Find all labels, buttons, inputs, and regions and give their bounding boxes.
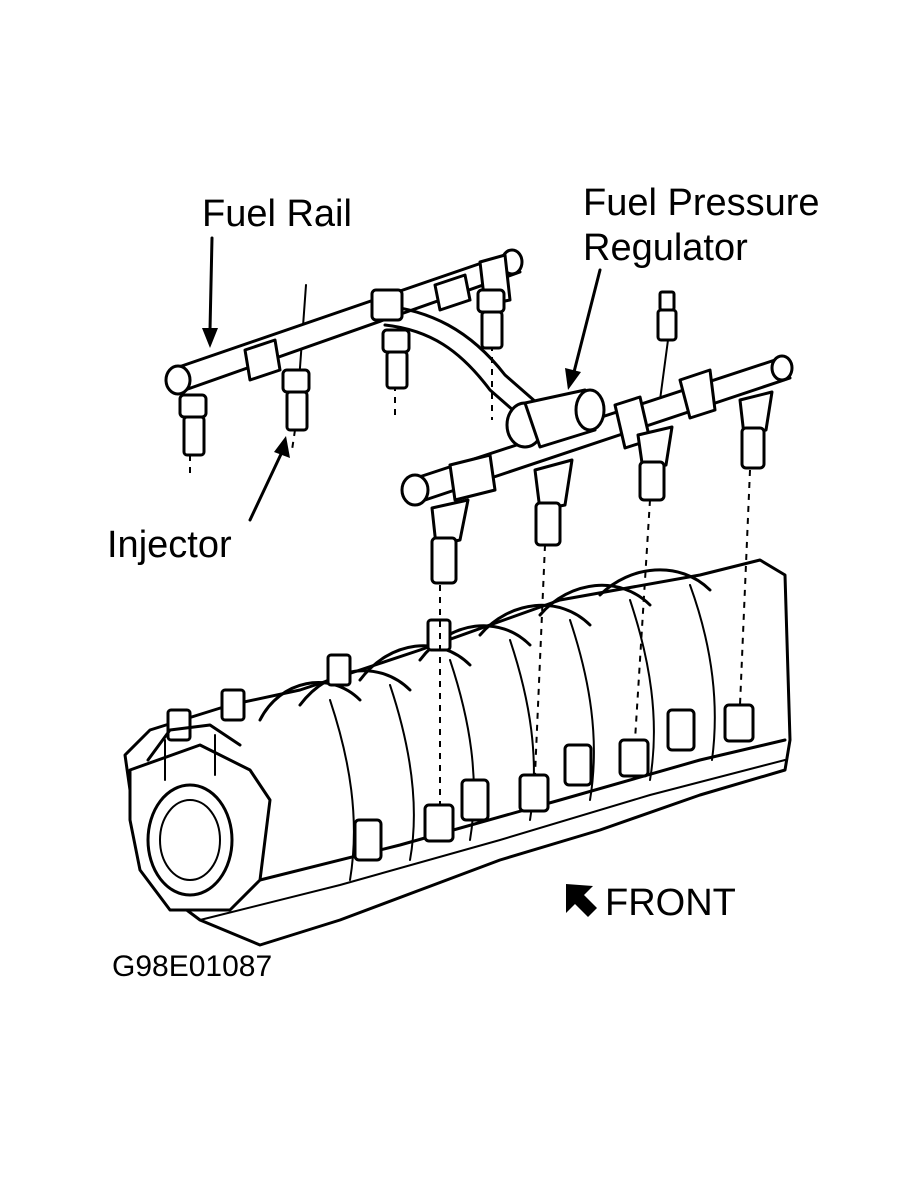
arrowhead-injector (274, 436, 290, 458)
fuel-rail-fitting (658, 292, 676, 340)
label-injector: Injector (107, 524, 232, 566)
fuel-rail-front (402, 356, 792, 505)
label-fuel-rail: Fuel Rail (202, 193, 352, 235)
arrowhead-regulator (565, 368, 581, 390)
injector-front-1 (432, 500, 468, 583)
injector-rear-1 (180, 395, 206, 455)
figure-code: G98E01087 (112, 950, 272, 983)
injector-front-4 (740, 392, 772, 468)
label-regulator-line2: Regulator (583, 227, 748, 269)
injector-rear-3 (383, 330, 409, 388)
label-fuel-pressure-line1: Fuel Pressure (583, 182, 820, 224)
injector-rear-4 (478, 290, 504, 348)
injector-front-2 (535, 460, 572, 545)
arrowhead-fuel-rail (202, 328, 218, 348)
label-front: FRONT (605, 882, 736, 924)
injector-front-3 (638, 427, 672, 500)
injector-rear-2 (283, 370, 309, 430)
arrow-up-left-icon (566, 884, 597, 917)
